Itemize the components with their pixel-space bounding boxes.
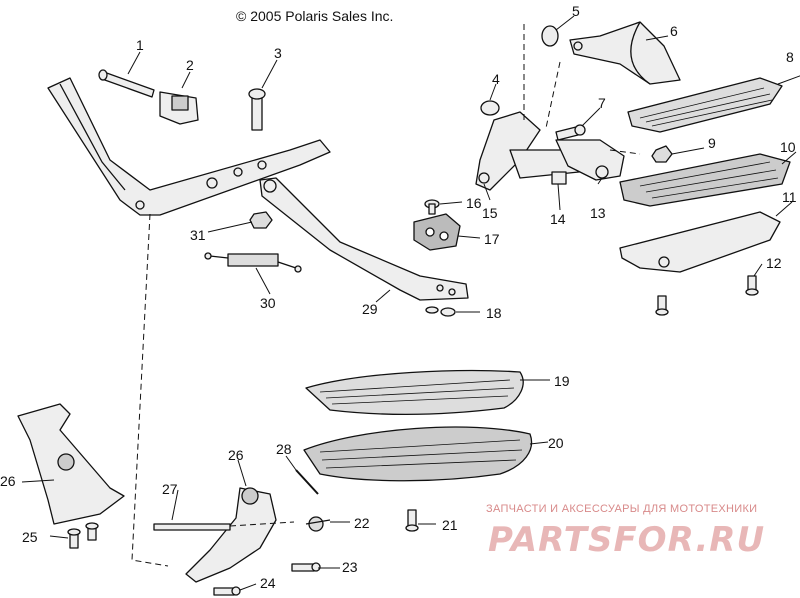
callout-30: 30 bbox=[260, 295, 276, 311]
nut-31 bbox=[249, 211, 273, 229]
callout-1: 1 bbox=[136, 37, 144, 53]
washers-18 bbox=[425, 306, 456, 317]
bolt-1 bbox=[98, 69, 155, 98]
callout-31: 31 bbox=[190, 227, 206, 243]
watermark-brand: PARTSFOR.RU bbox=[488, 520, 766, 560]
callout-9: 9 bbox=[708, 135, 716, 151]
footrest-bracket-15 bbox=[475, 111, 625, 191]
clamp-2 bbox=[159, 91, 199, 125]
horn-6 bbox=[569, 21, 681, 85]
nut-9 bbox=[651, 145, 673, 163]
callout-25: 25 bbox=[22, 529, 38, 545]
washer-4 bbox=[480, 100, 500, 116]
callout-6: 6 bbox=[670, 23, 678, 39]
callout-2: 2 bbox=[186, 57, 194, 73]
screw-21 bbox=[405, 509, 419, 532]
callout-24: 24 bbox=[260, 575, 276, 591]
bolts-25 bbox=[67, 522, 99, 549]
floorboard-bracket-11 bbox=[619, 211, 781, 273]
callout-16: 16 bbox=[466, 195, 482, 211]
bracket-26-left bbox=[17, 403, 125, 525]
callout-19: 19 bbox=[554, 373, 570, 389]
callout-13: 13 bbox=[590, 205, 606, 221]
frame-tube bbox=[47, 77, 331, 216]
callout-23: 23 bbox=[342, 559, 358, 575]
pin-27 bbox=[153, 523, 231, 531]
spring-22 bbox=[305, 516, 331, 532]
washer-13 bbox=[595, 165, 609, 179]
callout-22: 22 bbox=[354, 515, 370, 531]
bolt-7 bbox=[555, 124, 586, 141]
callout-29: 29 bbox=[362, 301, 378, 317]
assembly-guide-lines bbox=[131, 24, 641, 567]
screw-16 bbox=[424, 199, 440, 215]
spring-30 bbox=[204, 252, 302, 273]
callout-26-lower: 26 bbox=[228, 447, 244, 463]
callout-14: 14 bbox=[550, 211, 566, 227]
watermark-tagline: ЗАПЧАСТИ И АКСЕССУАРЫ ДЛЯ МОТОТЕХНИКИ bbox=[486, 503, 758, 515]
kickstand-29 bbox=[259, 177, 469, 301]
floorboard-pad-8 bbox=[627, 77, 783, 133]
bracket-26-lower bbox=[185, 487, 277, 583]
floorboard-10 bbox=[619, 153, 791, 207]
spacer-5 bbox=[541, 25, 559, 47]
callout-11: 11 bbox=[782, 189, 797, 205]
callout-10: 10 bbox=[780, 139, 796, 155]
callout-18: 18 bbox=[486, 305, 502, 321]
callout-28: 28 bbox=[276, 441, 292, 457]
copyright-notice: © 2005 Polaris Sales Inc. bbox=[236, 8, 394, 24]
screw-12 bbox=[745, 275, 759, 296]
callout-4: 4 bbox=[492, 71, 500, 87]
bolt-24 bbox=[213, 586, 241, 596]
callout-5: 5 bbox=[572, 3, 580, 19]
bolt-3 bbox=[248, 88, 266, 131]
callout-26-left: 26 bbox=[0, 473, 16, 489]
callout-27: 27 bbox=[162, 481, 178, 497]
callout-17: 17 bbox=[484, 231, 500, 247]
callout-3: 3 bbox=[274, 45, 282, 61]
callout-21: 21 bbox=[442, 517, 458, 533]
pad-17 bbox=[413, 213, 461, 251]
pin-14 bbox=[551, 171, 567, 185]
callout-15: 15 bbox=[482, 205, 498, 221]
floorboard-pad-19 bbox=[305, 369, 524, 415]
callout-8: 8 bbox=[786, 49, 794, 65]
screw-lower-11 bbox=[655, 295, 669, 316]
leader-lines bbox=[21, 15, 800, 591]
floorboard-20 bbox=[303, 426, 533, 482]
bolt-23 bbox=[291, 562, 321, 572]
spring-28 bbox=[295, 469, 319, 495]
callout-7: 7 bbox=[598, 95, 606, 111]
callout-12: 12 bbox=[766, 255, 782, 271]
callout-20: 20 bbox=[548, 435, 564, 451]
